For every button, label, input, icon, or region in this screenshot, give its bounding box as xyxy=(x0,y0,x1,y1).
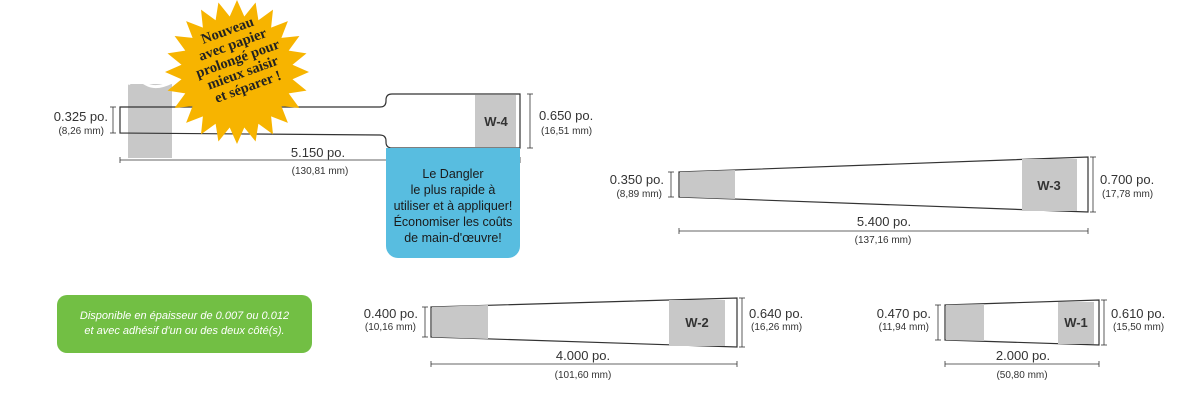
w4-right-height: 0.650 po. xyxy=(539,108,593,123)
w2-left-height: 0.400 po. xyxy=(364,306,418,321)
w3-code: W-3 xyxy=(1037,178,1061,193)
w4-paper-tab-tear xyxy=(127,79,173,89)
part-w4: W-4 0.325 po. (8,26 mm) 0.650 po. (16,51… xyxy=(54,79,593,177)
part-w2: W-2 0.400 po. (10,16 mm) 0.640 po. (16,2… xyxy=(364,297,803,381)
w3-length: 5.400 po. xyxy=(857,214,911,229)
w4-length: 5.150 po. xyxy=(291,145,345,160)
w2-length: 4.000 po. xyxy=(556,348,610,363)
w3-left-height: 0.350 po. xyxy=(610,172,664,187)
availability-line: et avec adhésif d'un ou des deux côté(s)… xyxy=(84,325,285,337)
w4-right-height-mm: (16,51 mm) xyxy=(541,126,592,137)
w1-code: W-1 xyxy=(1064,315,1088,330)
w3-left-height-mm: (8,89 mm) xyxy=(616,189,662,200)
w4-paper-tab xyxy=(128,84,172,158)
w4-left-height: 0.325 po. xyxy=(54,109,108,124)
w2-code: W-2 xyxy=(685,315,709,330)
dangler-callout: Le Dangler le plus rapide à utiliser et … xyxy=(386,148,520,258)
w4-left-height-mm: (8,26 mm) xyxy=(58,126,104,137)
w1-left-panel xyxy=(946,304,984,341)
w2-left-panel xyxy=(432,305,488,339)
w3-label-panel xyxy=(1022,159,1077,211)
w4-label-panel xyxy=(475,95,516,147)
w3-left-panel xyxy=(680,170,735,199)
w2-left-height-mm: (10,16 mm) xyxy=(365,322,416,333)
w1-length-mm: (50,80 mm) xyxy=(996,370,1047,381)
w1-right-height: 0.610 po. xyxy=(1111,306,1165,321)
w3-length-mm: (137,16 mm) xyxy=(855,235,912,246)
w4-code: W-4 xyxy=(484,114,508,129)
availability-note: Disponible en épaisseur de 0.007 ou 0.01… xyxy=(57,295,312,353)
w3-right-height: 0.700 po. xyxy=(1100,172,1154,187)
callout-line: Économiser les coûts xyxy=(393,215,513,229)
part-w1: W-1 0.470 po. (11,94 mm) 0.610 po. (15,5… xyxy=(877,299,1165,381)
w4-outline xyxy=(119,93,521,149)
w1-label-panel xyxy=(1058,302,1094,344)
w3-outline xyxy=(678,156,1089,213)
callout-line: de main-d'œuvre! xyxy=(404,231,502,245)
part-w3: W-3 0.350 po. (8,89 mm) 0.700 po. (17,78… xyxy=(610,156,1154,246)
w2-right-height: 0.640 po. xyxy=(749,306,803,321)
w2-label-panel xyxy=(669,300,725,346)
w1-left-height: 0.470 po. xyxy=(877,306,931,321)
w2-outline xyxy=(430,297,738,348)
w4-length-mm: (130,81 mm) xyxy=(292,166,349,177)
w1-left-height-mm: (11,94 mm) xyxy=(879,322,929,333)
callout-line: le plus rapide à xyxy=(410,183,496,197)
w2-right-height-mm: (16,26 mm) xyxy=(751,322,802,333)
callout-line: utiliser et à appliquer! xyxy=(393,199,513,213)
w1-right-height-mm: (15,50 mm) xyxy=(1113,322,1164,333)
availability-line: Disponible en épaisseur de 0.007 ou 0.01… xyxy=(79,310,290,322)
w1-length: 2.000 po. xyxy=(996,348,1050,363)
w3-right-height-mm: (17,78 mm) xyxy=(1102,189,1153,200)
new-starburst-badge xyxy=(165,0,309,144)
w2-length-mm: (101,60 mm) xyxy=(555,370,612,381)
callout-line: Le Dangler xyxy=(422,167,484,181)
